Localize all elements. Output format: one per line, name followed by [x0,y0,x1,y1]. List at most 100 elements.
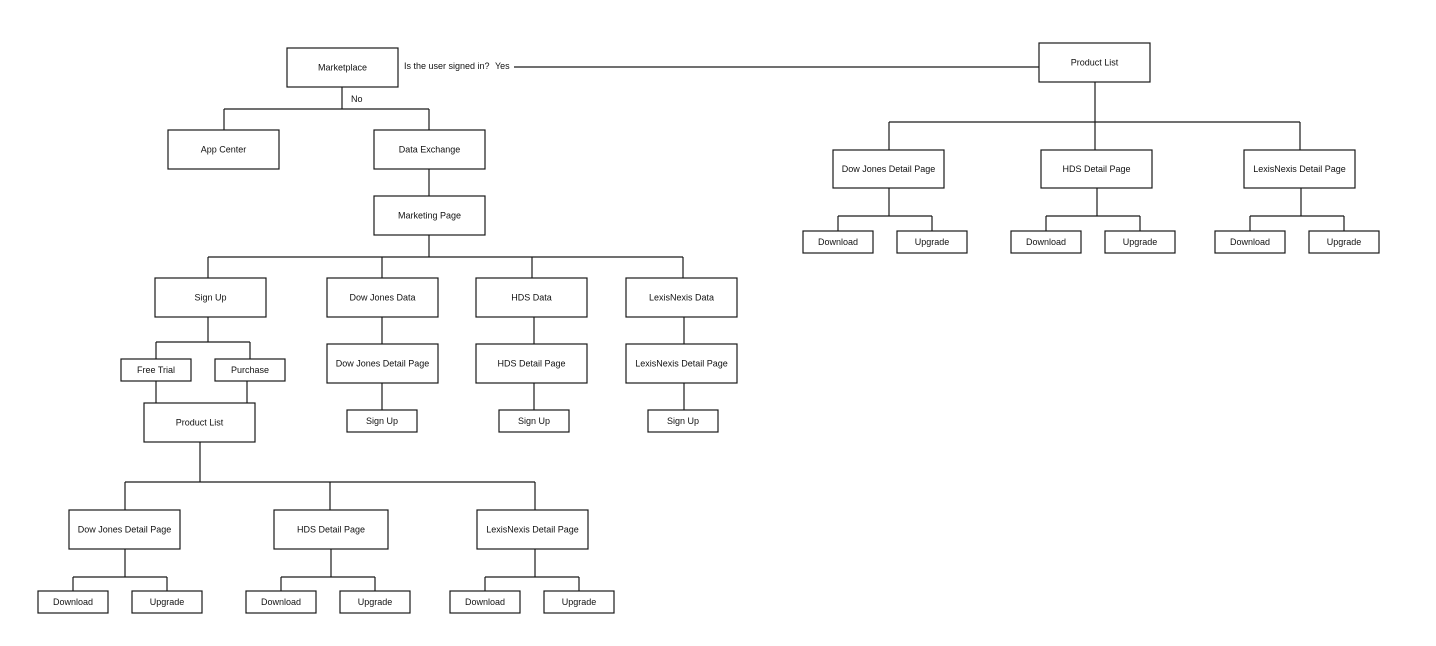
node-label: Purchase [231,365,269,375]
node-box [37,590,109,614]
node-sign-up: Sign Up [154,277,267,318]
node-label: Upgrade [358,597,393,607]
node-label: Download [465,597,505,607]
node-label: HDS Detail Page [297,525,365,535]
node-label: Download [261,597,301,607]
node-sign-up-lexisnexis: Sign Up [647,409,719,433]
node-lexisnexis-detail-mid: LexisNexis Detail Page [625,343,738,384]
node-label: Sign Up [667,416,699,426]
node-label: Dow Jones Detail Page [78,525,172,535]
node-box [326,277,439,318]
node-label: HDS Detail Page [497,359,565,369]
node-label: Sign Up [366,416,398,426]
node-upgrade-hds-left: Upgrade [339,590,411,614]
node-data-exchange: Data Exchange [373,129,486,170]
node-box [286,47,399,88]
node-box [167,129,280,170]
node-box [346,409,418,433]
node-box [154,277,267,318]
node-dow-jones-detail-right: Dow Jones Detail Page [832,149,945,189]
node-box [475,343,588,384]
node-label: Upgrade [915,237,950,247]
node-box [832,149,945,189]
node-upgrade-ln-left: Upgrade [543,590,615,614]
node-marketing-page: Marketing Page [373,195,486,236]
node-dow-jones-detail-left: Dow Jones Detail Page [68,509,181,550]
node-box [802,230,874,254]
node-label: Upgrade [150,597,185,607]
node-download-hds-right: Download [1010,230,1082,254]
node-box [1010,230,1082,254]
connector-lines [72,66,1345,591]
node-download-dj-left: Download [37,590,109,614]
node-label: App Center [201,145,247,155]
node-box [373,129,486,170]
node-label: Download [1026,237,1066,247]
node-label: Dow Jones Detail Page [336,359,430,369]
node-label: LexisNexis Detail Page [1253,164,1346,174]
node-box [373,195,486,236]
node-marketplace: Marketplace [286,47,399,88]
node-box [1104,230,1176,254]
node-lexisnexis-data: LexisNexis Data [625,277,738,318]
node-free-trial: Free Trial [120,358,192,382]
node-hds-detail-mid: HDS Detail Page [475,343,588,384]
node-product-list-right: Product List [1038,42,1151,83]
no-label: No [351,94,363,104]
node-box [1214,230,1286,254]
node-label: Free Trial [137,365,175,375]
node-label: HDS Data [511,293,552,303]
node-box [339,590,411,614]
node-box [1038,42,1151,83]
node-label: Upgrade [1327,237,1362,247]
node-label: Product List [176,418,224,428]
node-label: LexisNexis Data [649,293,714,303]
node-box [143,402,256,443]
node-download-dj-right: Download [802,230,874,254]
node-download-ln-right: Download [1214,230,1286,254]
node-upgrade-dj-right: Upgrade [896,230,968,254]
node-label: Sign Up [194,293,226,303]
node-box [1308,230,1380,254]
node-box [326,343,439,384]
node-box [625,343,738,384]
node-box [131,590,203,614]
node-download-hds-left: Download [245,590,317,614]
node-label: Sign Up [518,416,550,426]
question-label: Is the user signed in? [404,61,490,71]
node-label: Download [1230,237,1270,247]
node-label: Dow Jones Data [349,293,415,303]
node-box [245,590,317,614]
node-label: Upgrade [562,597,597,607]
node-box [1243,149,1356,189]
node-box [214,358,286,382]
node-label: Marketing Page [398,211,461,221]
node-dow-jones-detail-mid: Dow Jones Detail Page [326,343,439,384]
node-hds-detail-right: HDS Detail Page [1040,149,1153,189]
node-box [647,409,719,433]
node-lexisnexis-detail-right: LexisNexis Detail Page [1243,149,1356,189]
node-product-list-left: Product List [143,402,256,443]
yes-label: Yes [495,61,510,71]
node-dow-jones-data: Dow Jones Data [326,277,439,318]
node-box [476,509,589,550]
node-label: Product List [1071,58,1119,68]
node-label: LexisNexis Detail Page [635,359,728,369]
node-box [68,509,181,550]
node-label: Upgrade [1123,237,1158,247]
node-purchase: Purchase [214,358,286,382]
node-upgrade-dj-left: Upgrade [131,590,203,614]
node-box [120,358,192,382]
node-download-ln-left: Download [449,590,521,614]
node-label: Dow Jones Detail Page [842,164,936,174]
node-box [1040,149,1153,189]
node-label: HDS Detail Page [1062,164,1130,174]
node-label: Download [53,597,93,607]
node-app-center: App Center [167,129,280,170]
node-label: LexisNexis Detail Page [486,525,579,535]
node-lexisnexis-detail-left: LexisNexis Detail Page [476,509,589,550]
node-sign-up-dow-jones: Sign Up [346,409,418,433]
node-box [449,590,521,614]
node-box [625,277,738,318]
